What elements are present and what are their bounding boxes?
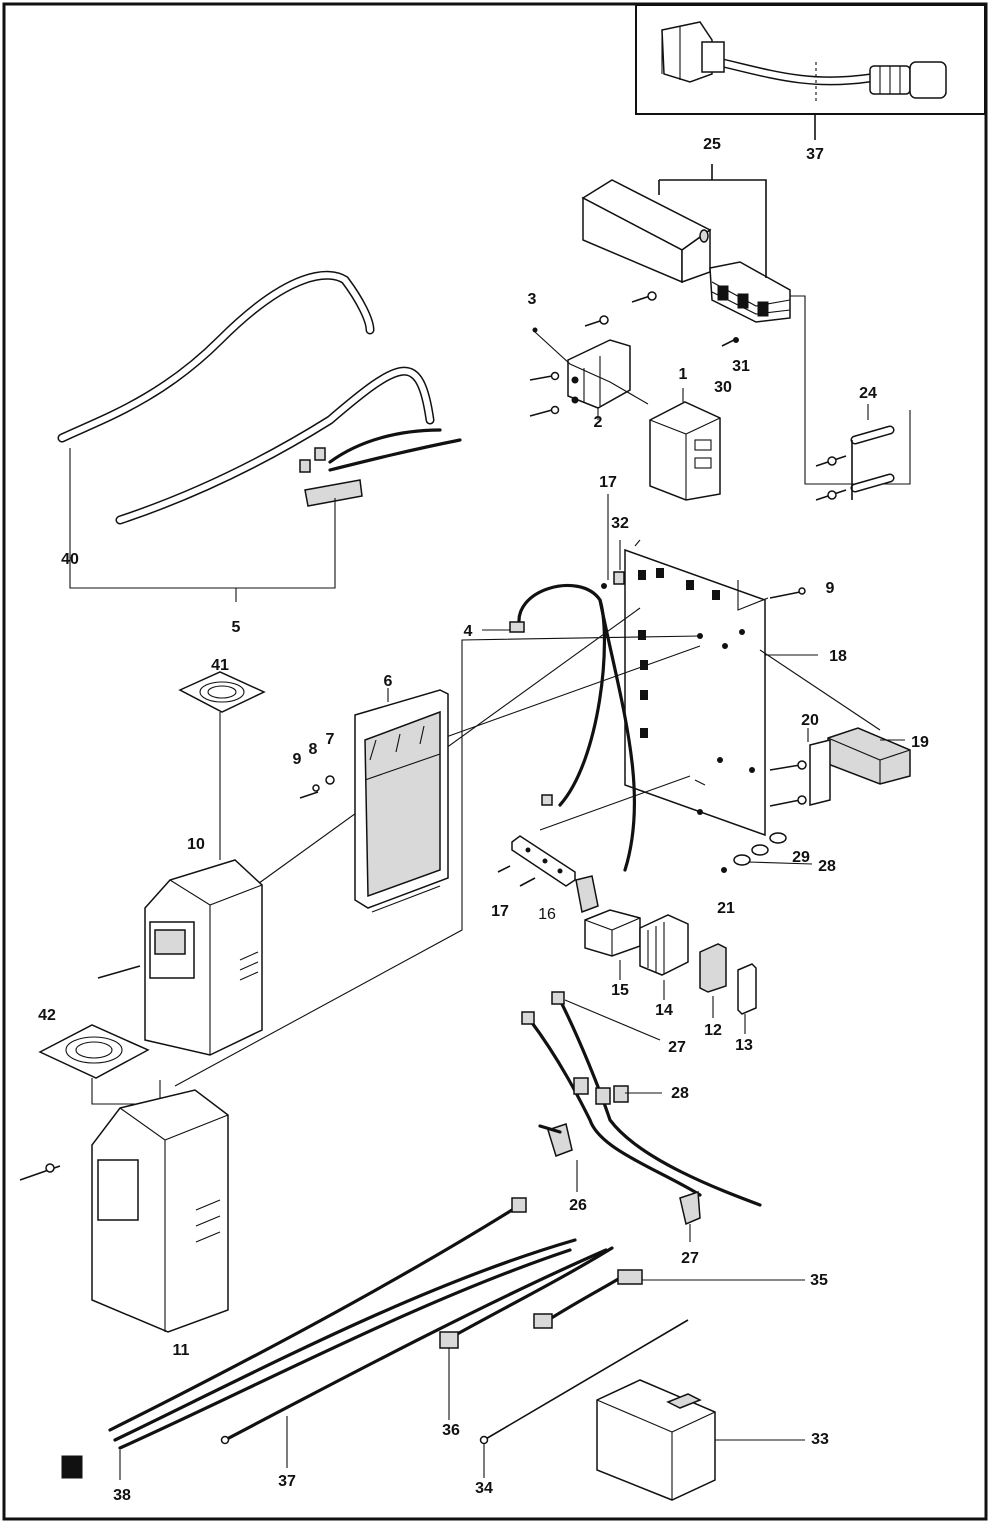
part-25-plug — [679, 1190, 701, 1226]
part-2-bracket — [529, 331, 649, 417]
callout-1: 1 — [678, 366, 688, 383]
callout-9-left: 9 — [292, 751, 302, 768]
callout-29: 29 — [792, 849, 810, 866]
part-10-drive — [97, 859, 263, 1056]
part-3-screw — [532, 327, 538, 333]
part-36-lead — [439, 1246, 614, 1349]
callout-37: 37 — [278, 1473, 296, 1490]
leader-23 — [658, 164, 767, 278]
part-35-lead — [533, 1269, 643, 1329]
screws-23 — [584, 291, 739, 347]
callout-23: 25 — [703, 136, 721, 153]
inset-frame — [635, 4, 986, 115]
callout-17-bottom: 17 — [491, 903, 509, 920]
part-17-screw-top — [601, 583, 607, 589]
callout-2: 2 — [593, 414, 603, 431]
explode-line-11 — [174, 635, 701, 1087]
callout-26: 27 — [668, 1039, 686, 1056]
callout-25: 27 — [681, 1250, 699, 1267]
part-18-back-panel — [624, 539, 766, 837]
part-24-plug — [538, 1123, 573, 1157]
part-32-clip — [613, 571, 625, 585]
callout-32: 32 — [611, 515, 629, 532]
callout-18: 18 — [829, 648, 847, 665]
part-6-module — [354, 689, 449, 913]
screw-set-7-8-9 — [299, 775, 335, 799]
callout-35: 35 — [810, 1272, 828, 1289]
part-41-fan-grille — [178, 671, 266, 713]
part-22-rods — [815, 425, 895, 501]
callout-22: 24 — [859, 385, 877, 402]
part-14-breaker — [639, 914, 689, 976]
part-5-harness — [299, 428, 462, 507]
callout-31: 31 — [732, 358, 750, 375]
callout-10: 10 — [187, 836, 205, 853]
callout-21: 21 — [717, 900, 735, 917]
part-42-fan-grille — [38, 1024, 150, 1079]
callout-8: 8 — [308, 741, 318, 758]
callout-41: 41 — [211, 657, 229, 674]
callout-14: 14 — [655, 1002, 673, 1019]
part-40-hose — [57, 270, 435, 525]
part-15-contactor — [575, 875, 641, 957]
part-38-harness — [61, 1197, 577, 1479]
part-12-relay — [699, 943, 727, 993]
part-4-harness — [509, 583, 637, 872]
part-20-bracket — [769, 739, 831, 807]
callout-6: 6 — [383, 673, 393, 690]
part-19-block — [827, 727, 911, 785]
part-26-27-cables — [521, 991, 762, 1207]
part-23-assembly — [581, 179, 791, 323]
part-11-drive — [19, 1089, 229, 1333]
callout-17-top: 17 — [599, 474, 617, 491]
callout-11: 11 — [172, 1342, 190, 1359]
part-34-tie — [483, 1319, 689, 1441]
part-16-rail — [497, 835, 576, 887]
callout-40: 40 — [61, 551, 79, 568]
callout-19: 19 — [911, 734, 929, 751]
part-1-module — [649, 401, 721, 501]
leader-5-40 — [69, 448, 336, 602]
callout-42: 42 — [38, 1007, 56, 1024]
leader-28 — [747, 861, 813, 865]
washers-28-29 — [721, 832, 787, 873]
callout-5: 5 — [231, 619, 241, 636]
callout-20: 20 — [801, 712, 819, 729]
callout-36: 36 — [442, 1422, 460, 1439]
bracket-22-23 — [790, 295, 911, 485]
callout-24: 26 — [569, 1197, 587, 1214]
callout-3: 3 — [527, 291, 537, 308]
callout-39: 37 — [806, 146, 824, 163]
part-9-screw-right — [769, 591, 801, 599]
callout-9-right: 9 — [825, 580, 835, 597]
callout-33: 33 — [811, 1431, 829, 1448]
part-33-battery — [596, 1379, 716, 1501]
part-37-harness — [220, 1248, 608, 1445]
callout-12: 12 — [704, 1022, 722, 1039]
callout-15: 15 — [611, 982, 629, 999]
callout-4: 4 — [463, 623, 473, 640]
callout-7: 7 — [325, 731, 335, 748]
callout-13: 13 — [735, 1037, 753, 1054]
callout-30: 30 — [714, 379, 732, 396]
callout-38: 38 — [113, 1487, 131, 1504]
callout-28: 28 — [818, 858, 836, 875]
callout-34: 34 — [475, 1480, 493, 1497]
part-39-connector-cable — [661, 21, 947, 104]
part-13-terminal — [737, 963, 757, 1015]
callout-27: 28 — [671, 1085, 689, 1102]
callout-16: 16 — [538, 906, 556, 923]
